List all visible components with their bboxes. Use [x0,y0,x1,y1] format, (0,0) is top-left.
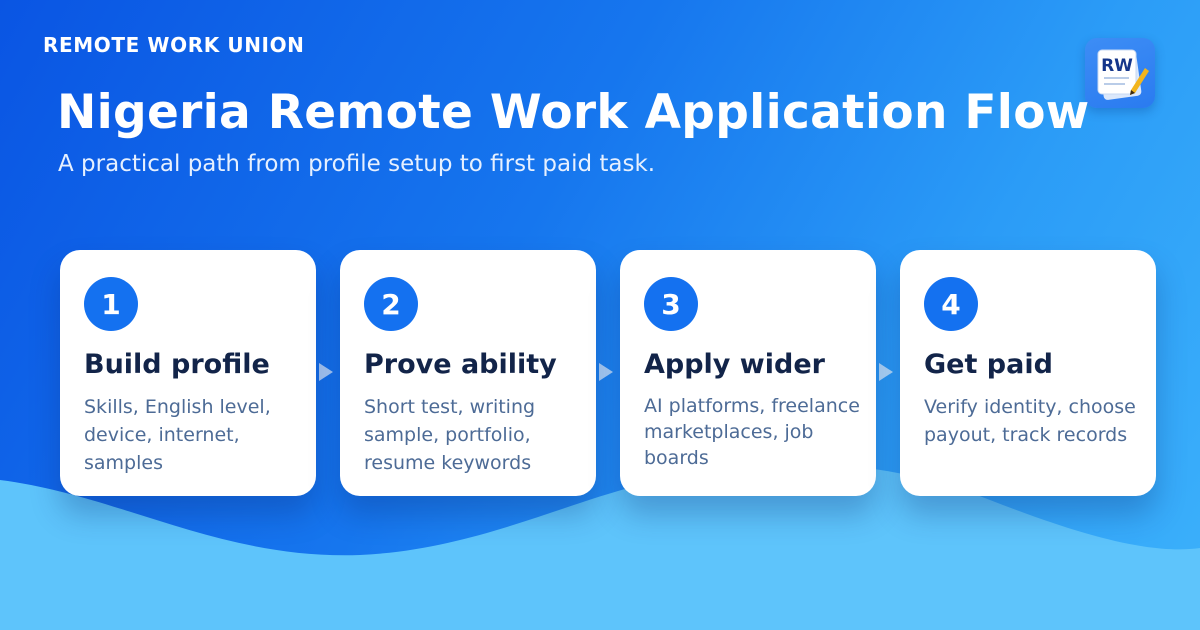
step-number-badge: 2 [364,277,418,331]
step-title: Prove ability [364,349,557,380]
arrow-right-icon [879,363,893,381]
logo-text: RW [1101,56,1133,76]
step-description: Verify identity, choose payout, track re… [924,396,1136,446]
step-description: Short test, writing sample, portfolio, r… [364,396,536,474]
brand-name: REMOTE WORK UNION [43,33,305,57]
page-subtitle: A practical path from profile setup to f… [58,151,656,177]
page-title: Nigeria Remote Work Application Flow [57,85,1090,140]
arrow-right-icon [319,363,333,381]
step-card: 1 Build profile Skills, English level, d… [60,250,316,496]
arrow-right-icon [599,363,613,381]
step-card: 2 Prove ability Short test, writing samp… [340,250,596,496]
step-card: 4 Get paid Verify identity, choose payou… [900,250,1156,496]
step-title: Build profile [84,349,270,380]
step-card: 3 Apply wider AI platforms, freelance ma… [620,250,876,496]
step-number-badge: 3 [644,277,698,331]
step-title: Get paid [924,349,1053,380]
step-number-badge: 1 [84,277,138,331]
step-description: Skills, English level, device, internet,… [84,396,271,474]
step-description: AI platforms, freelance marketplaces, jo… [644,395,860,469]
step-title: Apply wider [644,349,825,380]
step-number-badge: 4 [924,277,978,331]
notepad-pencil-icon: RW [1097,49,1149,100]
app-logo: RW [1085,38,1155,108]
